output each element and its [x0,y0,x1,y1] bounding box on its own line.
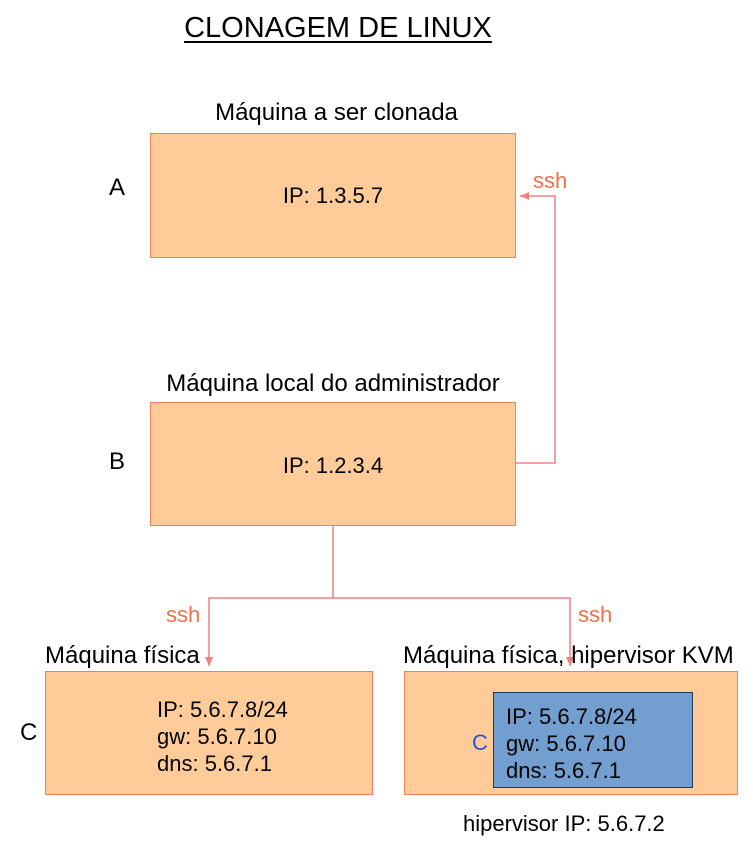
connector-b-to-c-kvm [333,597,574,666]
node-b-letter: B [109,448,126,475]
node-c-physical-ip: IP: 5.6.7.8/24 [157,697,288,722]
node-c-physical-heading: Máquina física [45,642,200,669]
vm-ip: IP: 5.6.7.8/24 [506,704,637,729]
node-b-box: IP: 1.2.3.4 [150,402,516,526]
node-c-physical-letter: C [20,719,38,746]
node-a-letter: A [109,174,126,201]
hypervisor-ip: hipervisor IP: 5.6.7.2 [463,811,665,836]
ssh-label-b-to-c-physical: ssh [166,602,201,627]
node-a-heading: Máquina a ser clonada [215,99,458,126]
node-c-kvm-box: C IP: 5.6.7.8/24 gw: 5.6.7.10 dns: 5.6.7… [404,671,738,795]
node-b-heading: Máquina local do administrador [166,370,500,397]
connector-b-to-a [515,192,556,464]
node-c-physical-dns: dns: 5.6.7.1 [157,751,272,776]
node-a-ip: IP: 1.3.5.7 [282,183,384,208]
node-c-physical-details: IP: 5.6.7.8/24 gw: 5.6.7.10 dns: 5.6.7.1 [157,696,288,777]
vm-details: IP: 5.6.7.8/24 gw: 5.6.7.10 dns: 5.6.7.1 [506,703,637,784]
ssh-label-b-to-c-kvm: ssh [578,602,613,627]
connector-b-to-c-physical [205,597,333,666]
vm-dns: dns: 5.6.7.1 [506,758,621,783]
node-c-physical-gw: gw: 5.6.7.10 [157,724,277,749]
node-b-ip: IP: 1.2.3.4 [282,453,384,478]
vm-box: IP: 5.6.7.8/24 gw: 5.6.7.10 dns: 5.6.7.1 [493,692,693,788]
vm-c-letter: C [472,730,488,755]
diagram-title: CLONAGEM DE LINUX [184,12,492,44]
ssh-label-b-to-a: ssh [533,168,568,193]
node-a-box: IP: 1.3.5.7 [150,133,516,258]
node-c-kvm-heading: Máquina física, hipervisor KVM [403,642,734,669]
node-c-physical-box: IP: 5.6.7.8/24 gw: 5.6.7.10 dns: 5.6.7.1 [45,671,373,795]
vm-gw: gw: 5.6.7.10 [506,731,626,756]
